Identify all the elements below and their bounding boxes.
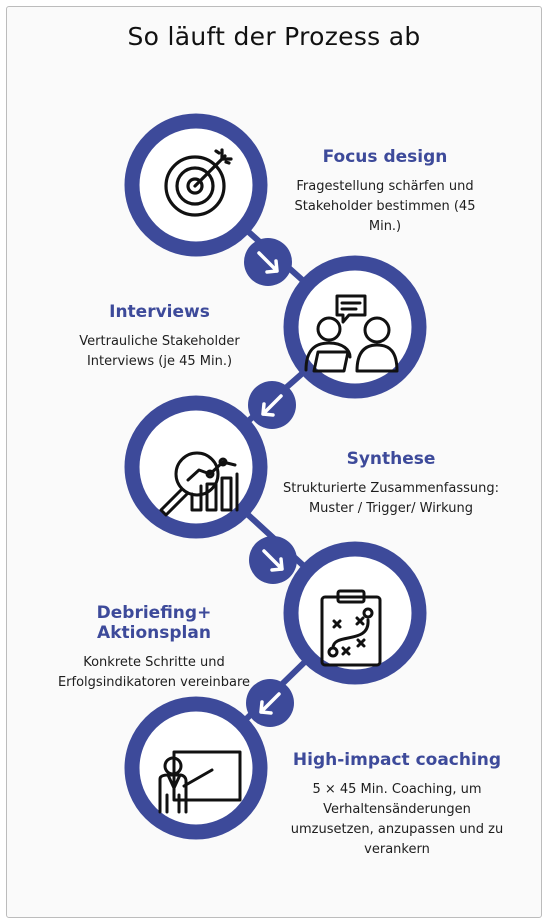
arrow-down-left-icon: [248, 381, 296, 429]
step-synthese: Synthese Strukturierte Zusammenfassung: …: [282, 449, 500, 519]
step-coaching: High-impact coaching 5 × 45 Min. Coachin…: [288, 750, 506, 860]
step-title: Interviews: [109, 302, 210, 322]
step-circle: [124, 395, 268, 539]
target-icon: [164, 148, 233, 217]
step-circle: [283, 255, 427, 399]
magnifier-chart-icon: [159, 451, 239, 517]
step-description: Fragestellung schärfen und Stakeholder b…: [294, 179, 476, 234]
interview-people-icon: [304, 294, 399, 373]
step-focus-design: Focus design Fragestellung schärfen und …: [290, 147, 480, 237]
step-title: Focus design: [322, 147, 448, 167]
arrow-down-right-icon: [244, 238, 292, 286]
step-description: 5 × 45 Min. Coaching, um Verhaltensänder…: [290, 782, 504, 857]
arrow-down-left-icon: [246, 679, 294, 727]
step-interviews: Interviews Vertrauliche Stakeholder Inte…: [72, 302, 247, 372]
step-description: Vertrauliche Stakeholder Interviews (je …: [79, 334, 240, 369]
page-frame: [6, 6, 542, 918]
arrow-down-right-icon: [249, 536, 297, 584]
step-description: Strukturierte Zusammenfassung: Muster / …: [283, 481, 499, 516]
clipboard-plan-icon: [320, 589, 382, 667]
step-description: Konkrete Schritte und Erfolgsindikatoren…: [57, 655, 251, 690]
step-title: Debriefing+ Aktionsplan: [96, 603, 212, 643]
step-circle: [283, 541, 427, 685]
step-title: Synthese: [346, 449, 436, 469]
page-title: So läuft der Prozess ab: [127, 22, 421, 51]
step-title: High-impact coaching: [292, 750, 502, 770]
presenter-board-icon: [158, 750, 242, 814]
step-debriefing: Debriefing+ Aktionsplan Konkrete Schritt…: [44, 603, 264, 693]
